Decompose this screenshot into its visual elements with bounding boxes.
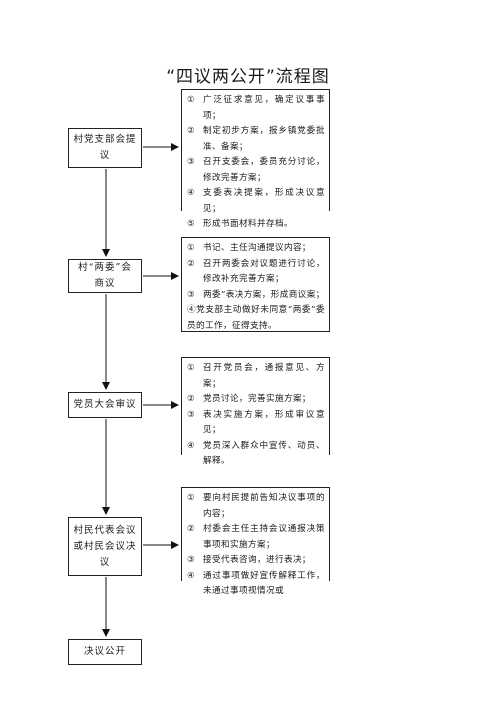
stage-box-proposal: 村党支部会提议: [68, 128, 142, 168]
page-title: “四议两公开”流程图: [166, 67, 330, 87]
stage-box-publication: 决议公开: [68, 639, 142, 665]
stage-label: 村党支部会提议: [73, 134, 137, 161]
stage-label: 村民代表会议或村民会议决议: [73, 524, 137, 568]
list-item: ④党支部主动做好未同意“两委”委员的工作，征得支持。: [187, 305, 325, 331]
stage-box-resolution: 村民代表会议或村民会议决议: [68, 517, 142, 576]
stage-box-deliberation: 村“两委”会商议: [68, 259, 142, 293]
stage-label: 党员大会审议: [73, 399, 137, 410]
stage-label: 决议公开: [83, 646, 126, 657]
stage-label: 村“两委”会商议: [78, 262, 132, 289]
stage-box-review: 党员大会审议: [68, 392, 142, 418]
